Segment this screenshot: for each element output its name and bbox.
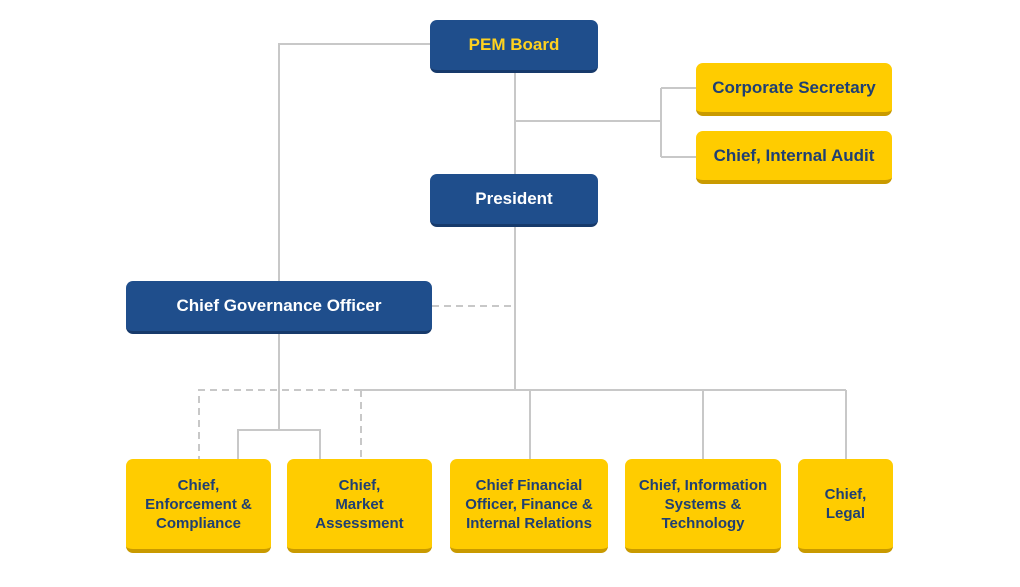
legal-box: Chief, Legal	[798, 459, 893, 553]
enforcement-label: Chief, Enforcement & Compliance	[145, 476, 252, 532]
market-assessment-label: Chief, Market Assessment	[315, 476, 404, 532]
president-label: President	[475, 189, 553, 208]
finance-box: Chief Financial Officer, Finance & Inter…	[450, 459, 608, 553]
connector-governance-split	[237, 429, 321, 459]
legal-label: Chief, Legal	[824, 486, 867, 522]
governance-officer-box: Chief Governance Officer	[126, 281, 432, 334]
information-systems-box: Chief, Information Systems & Technology	[625, 459, 781, 553]
governance-officer-label: Chief Governance Officer	[176, 296, 382, 315]
internal-audit-label: Chief, Internal Audit	[713, 145, 875, 165]
corporate-secretary-label: Corporate Secretary	[712, 77, 876, 97]
pem-board-label: PEM Board	[468, 35, 560, 54]
connector-board-governance	[278, 43, 430, 281]
finance-label: Chief Financial Officer, Finance & Inter…	[465, 476, 593, 532]
dashed-enforcement	[198, 389, 361, 459]
corporate-secretary-box: Corporate Secretary	[696, 63, 892, 116]
pem-board-box: PEM Board	[430, 20, 598, 73]
internal-audit-box: Chief, Internal Audit	[696, 131, 892, 184]
enforcement-box: Chief, Enforcement & Compliance	[126, 459, 271, 553]
information-systems-label: Chief, Information Systems & Technology	[638, 476, 768, 532]
president-box: President	[430, 174, 598, 227]
market-assessment-box: Chief, Market Assessment	[287, 459, 432, 553]
